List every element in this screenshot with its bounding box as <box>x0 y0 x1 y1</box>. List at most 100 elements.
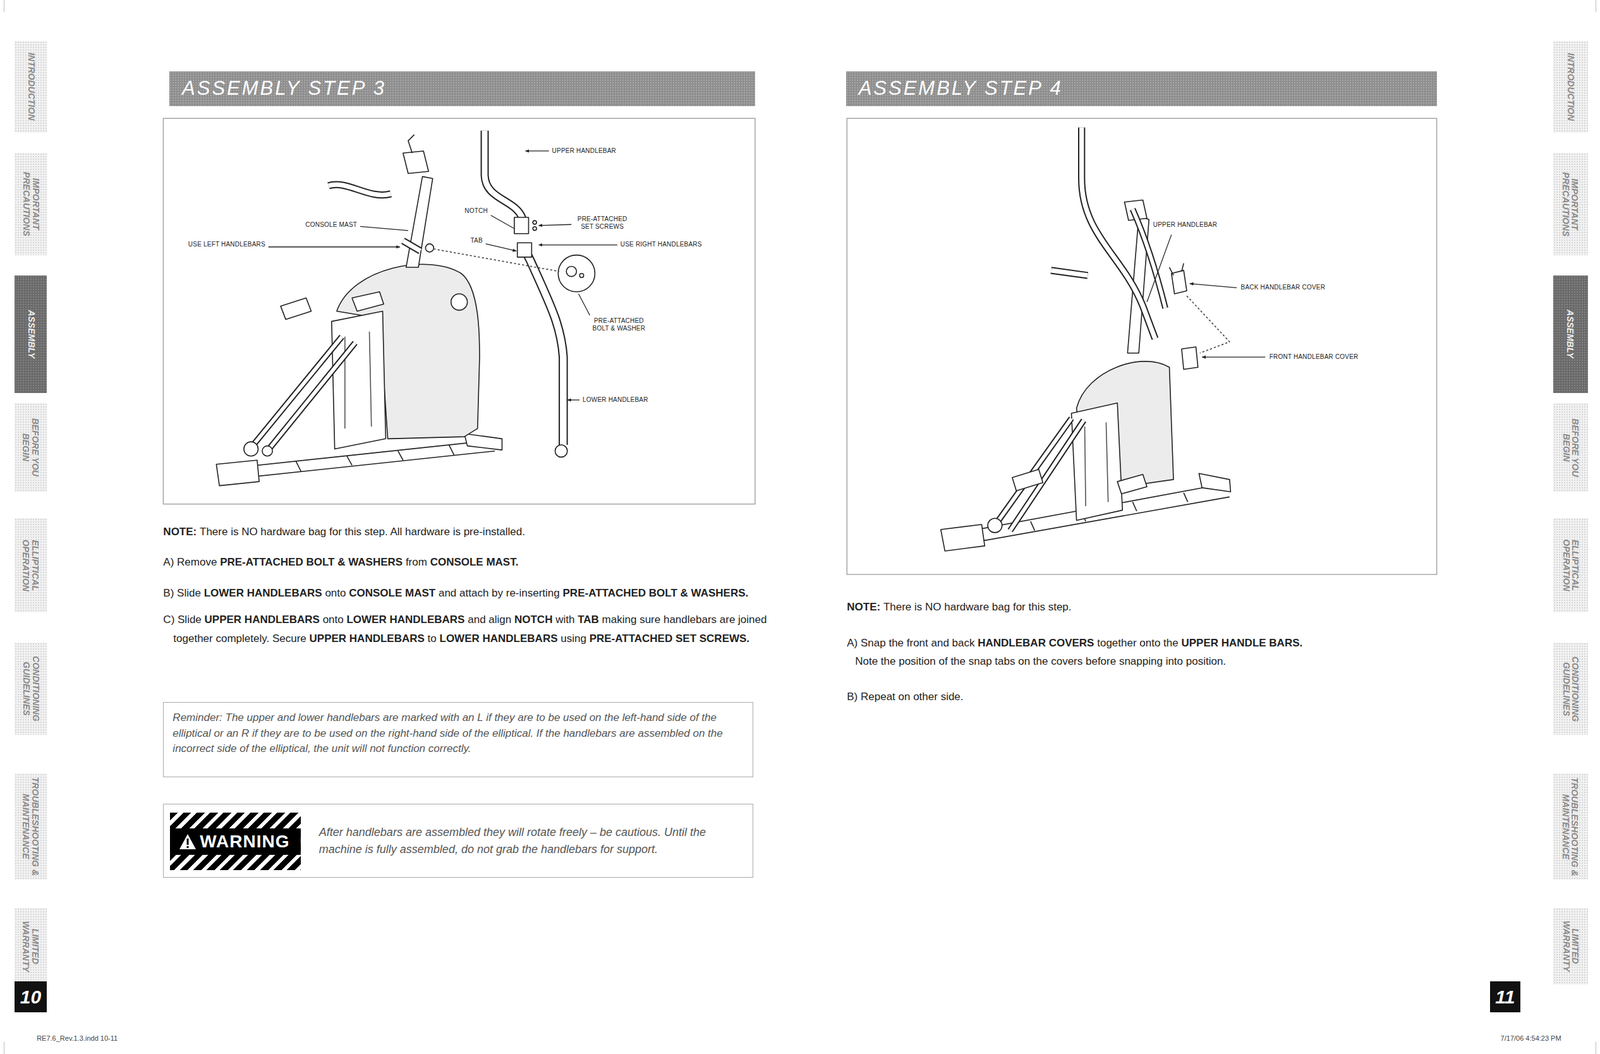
hazard-triangle <box>178 832 198 851</box>
instruction-text: B) Slide <box>163 587 201 600</box>
section-tab: BEFORE YOU BEGIN <box>14 403 48 492</box>
node-text: ELLIPTICAL OPERATION <box>14 518 48 613</box>
instruction-text: NOTE:There is NO hardware bag for this s… <box>846 597 1434 617</box>
instruction-text: to <box>427 632 437 645</box>
node-text: WARNING <box>197 831 292 852</box>
node-text: 11 <box>1495 986 1515 1008</box>
section-tab: TROUBLESHOOTING & MAINTENANCE <box>1553 773 1588 880</box>
node-text: 10 <box>20 986 42 1008</box>
callout-label: USE RIGHT HANDLEBARS <box>620 240 703 249</box>
part-name: LOWER HANDLEBARS <box>439 632 558 645</box>
section-tab: INTRODUCTION <box>14 41 48 133</box>
instruction-text: with <box>555 613 575 626</box>
callout-label: PRE-ATTACHED SET SCREWS <box>574 215 631 231</box>
node-text: BEFORE YOU BEGIN <box>14 403 48 492</box>
instruction-text: together onto the <box>1096 636 1179 649</box>
instruction-text: and attach by re-inserting <box>438 587 560 600</box>
node-text: After handlebars are assembled they will… <box>319 824 744 859</box>
part-name: PRE-ATTACHED BOLT & WASHERS <box>219 556 403 569</box>
instruction-text: Note the position of the snap tabs on th… <box>854 652 1434 672</box>
node-text: BEFORE YOU BEGIN <box>1553 403 1588 492</box>
node-text: ASSEMBLY <box>14 275 48 394</box>
page-number: 10 <box>14 981 48 1012</box>
part-name: NOTCH <box>514 613 553 626</box>
elliptical-step4 <box>940 127 1231 552</box>
instruction-text: onto <box>322 613 344 626</box>
part-name: LOWER HANDLEBARS <box>346 613 465 626</box>
node-text: ASSEMBLY <box>1553 275 1588 394</box>
elliptical-step3 <box>216 130 595 486</box>
figure-frames <box>163 118 1437 575</box>
reminder-box: Reminder: The upper and lower handlebars… <box>163 702 753 778</box>
node-text: ASSEMBLY STEP 4 <box>858 77 1063 100</box>
instruction-text: B) SlideLOWER HANDLEBARSontoCONSOLE MAST… <box>163 583 766 603</box>
node-text: IMPORTANT PRECAUTIONS <box>14 152 48 255</box>
callout-label: LOWER HANDLEBAR <box>582 396 649 404</box>
file-footer: RE7.6_Rev.1.3.indd 10-11 <box>36 1034 118 1043</box>
instruction-text: B) Repeat on other side. <box>846 687 1434 707</box>
instruction-text: C) Slide <box>163 613 201 626</box>
callout-label: UPPER HANDLEBAR <box>1153 221 1218 229</box>
part-name: PRE-ATTACHED BOLT & WASHERS. <box>563 587 749 600</box>
section-tab: ASSEMBLY <box>14 275 48 394</box>
part-name: UPPER HANDLEBARS <box>204 613 320 626</box>
step-header: ASSEMBLY STEP 3 <box>169 71 756 107</box>
callout-label: CONSOLE MAST <box>305 221 358 229</box>
node-text: CONDITIONING GUIDELINES <box>14 642 48 735</box>
node-text: LIMITED WARRANTY <box>14 908 48 985</box>
leader-lines <box>268 151 1266 400</box>
section-tab: ELLIPTICAL OPERATION <box>1553 518 1588 613</box>
part-name: UPPER HANDLE BARS. <box>1181 636 1304 649</box>
instruction-text: A) Snap the front and back <box>846 636 975 649</box>
page-edge-lines <box>3 0 1596 1054</box>
instruction-text: from <box>405 556 428 569</box>
part-name: UPPER HANDLEBARS <box>309 632 425 645</box>
part-name: CONSOLE MAST. <box>430 556 519 569</box>
callout-label: UPPER HANDLEBAR <box>552 147 617 155</box>
section-tab: IMPORTANT PRECAUTIONS <box>1553 152 1588 255</box>
part-name: NOTE: <box>846 600 881 613</box>
callout-label: TAB <box>470 236 483 245</box>
instruction-text: using <box>560 632 587 645</box>
section-tab: BEFORE YOU BEGIN <box>1553 403 1588 492</box>
section-tab: LIMITED WARRANTY <box>1553 908 1588 985</box>
instruction-text: and align <box>467 613 512 626</box>
node-text: TROUBLESHOOTING & MAINTENANCE <box>1553 773 1588 880</box>
node-text: CONDITIONING GUIDELINES <box>1553 642 1588 735</box>
instruction-text: A) Remove <box>163 556 217 569</box>
section-tab: ASSEMBLY <box>1553 275 1588 394</box>
callout-label: BACK HANDLEBAR COVER <box>1241 283 1326 292</box>
callout-label: NOTCH <box>464 207 488 215</box>
part-name: PRE-ATTACHED SET SCREWS. <box>589 632 750 645</box>
instruction-text: A) Snap the front and backHANDLEBAR COVE… <box>846 633 1434 653</box>
instruction-text: onto <box>324 587 346 600</box>
node-text: TROUBLESHOOTING & MAINTENANCE <box>14 773 48 880</box>
callout-label: FRONT HANDLEBAR COVER <box>1269 353 1359 361</box>
date-footer: 7/17/06 4:54:23 PM <box>1500 1034 1562 1043</box>
part-name: CONSOLE MAST <box>348 587 436 600</box>
section-tab: IMPORTANT PRECAUTIONS <box>14 152 48 255</box>
node-text: INTRODUCTION <box>14 41 48 133</box>
node-text: LIMITED WARRANTY <box>1553 908 1588 985</box>
section-tab: TROUBLESHOOTING & MAINTENANCE <box>14 773 48 880</box>
instruction-text: There is NO hardware bag for this step. … <box>199 525 526 538</box>
node-text: IMPORTANT PRECAUTIONS <box>1553 152 1588 255</box>
section-tab: LIMITED WARRANTY <box>14 908 48 985</box>
section-tab: ELLIPTICAL OPERATION <box>14 518 48 613</box>
section-tab: INTRODUCTION <box>1553 41 1588 133</box>
node-text: ASSEMBLY STEP 3 <box>181 77 387 100</box>
instruction-text: C) SlideUPPER HANDLEBARSontoLOWER HANDLE… <box>163 610 776 649</box>
part-name: LOWER HANDLEBARS <box>204 587 323 600</box>
instruction-text: NOTE:There is NO hardware bag for this s… <box>163 522 766 542</box>
section-tab: CONDITIONING GUIDELINES <box>1553 642 1588 735</box>
callout-label: USE LEFT HANDLEBARS <box>188 240 266 249</box>
part-name: HANDLEBAR COVERS <box>977 636 1094 649</box>
step-header: ASSEMBLY STEP 4 <box>846 71 1437 107</box>
node-text: Reminder: The upper and lower handlebars… <box>163 702 752 765</box>
section-tab: CONDITIONING GUIDELINES <box>14 642 48 735</box>
node-text: INTRODUCTION <box>1553 41 1588 133</box>
instruction-text: There is NO hardware bag for this step. <box>883 600 1072 613</box>
warning-box: After handlebars are assembled they will… <box>163 803 753 878</box>
node-text: ELLIPTICAL OPERATION <box>1553 518 1588 613</box>
callout-label: PRE-ATTACHED BOLT & WASHER <box>589 317 648 333</box>
